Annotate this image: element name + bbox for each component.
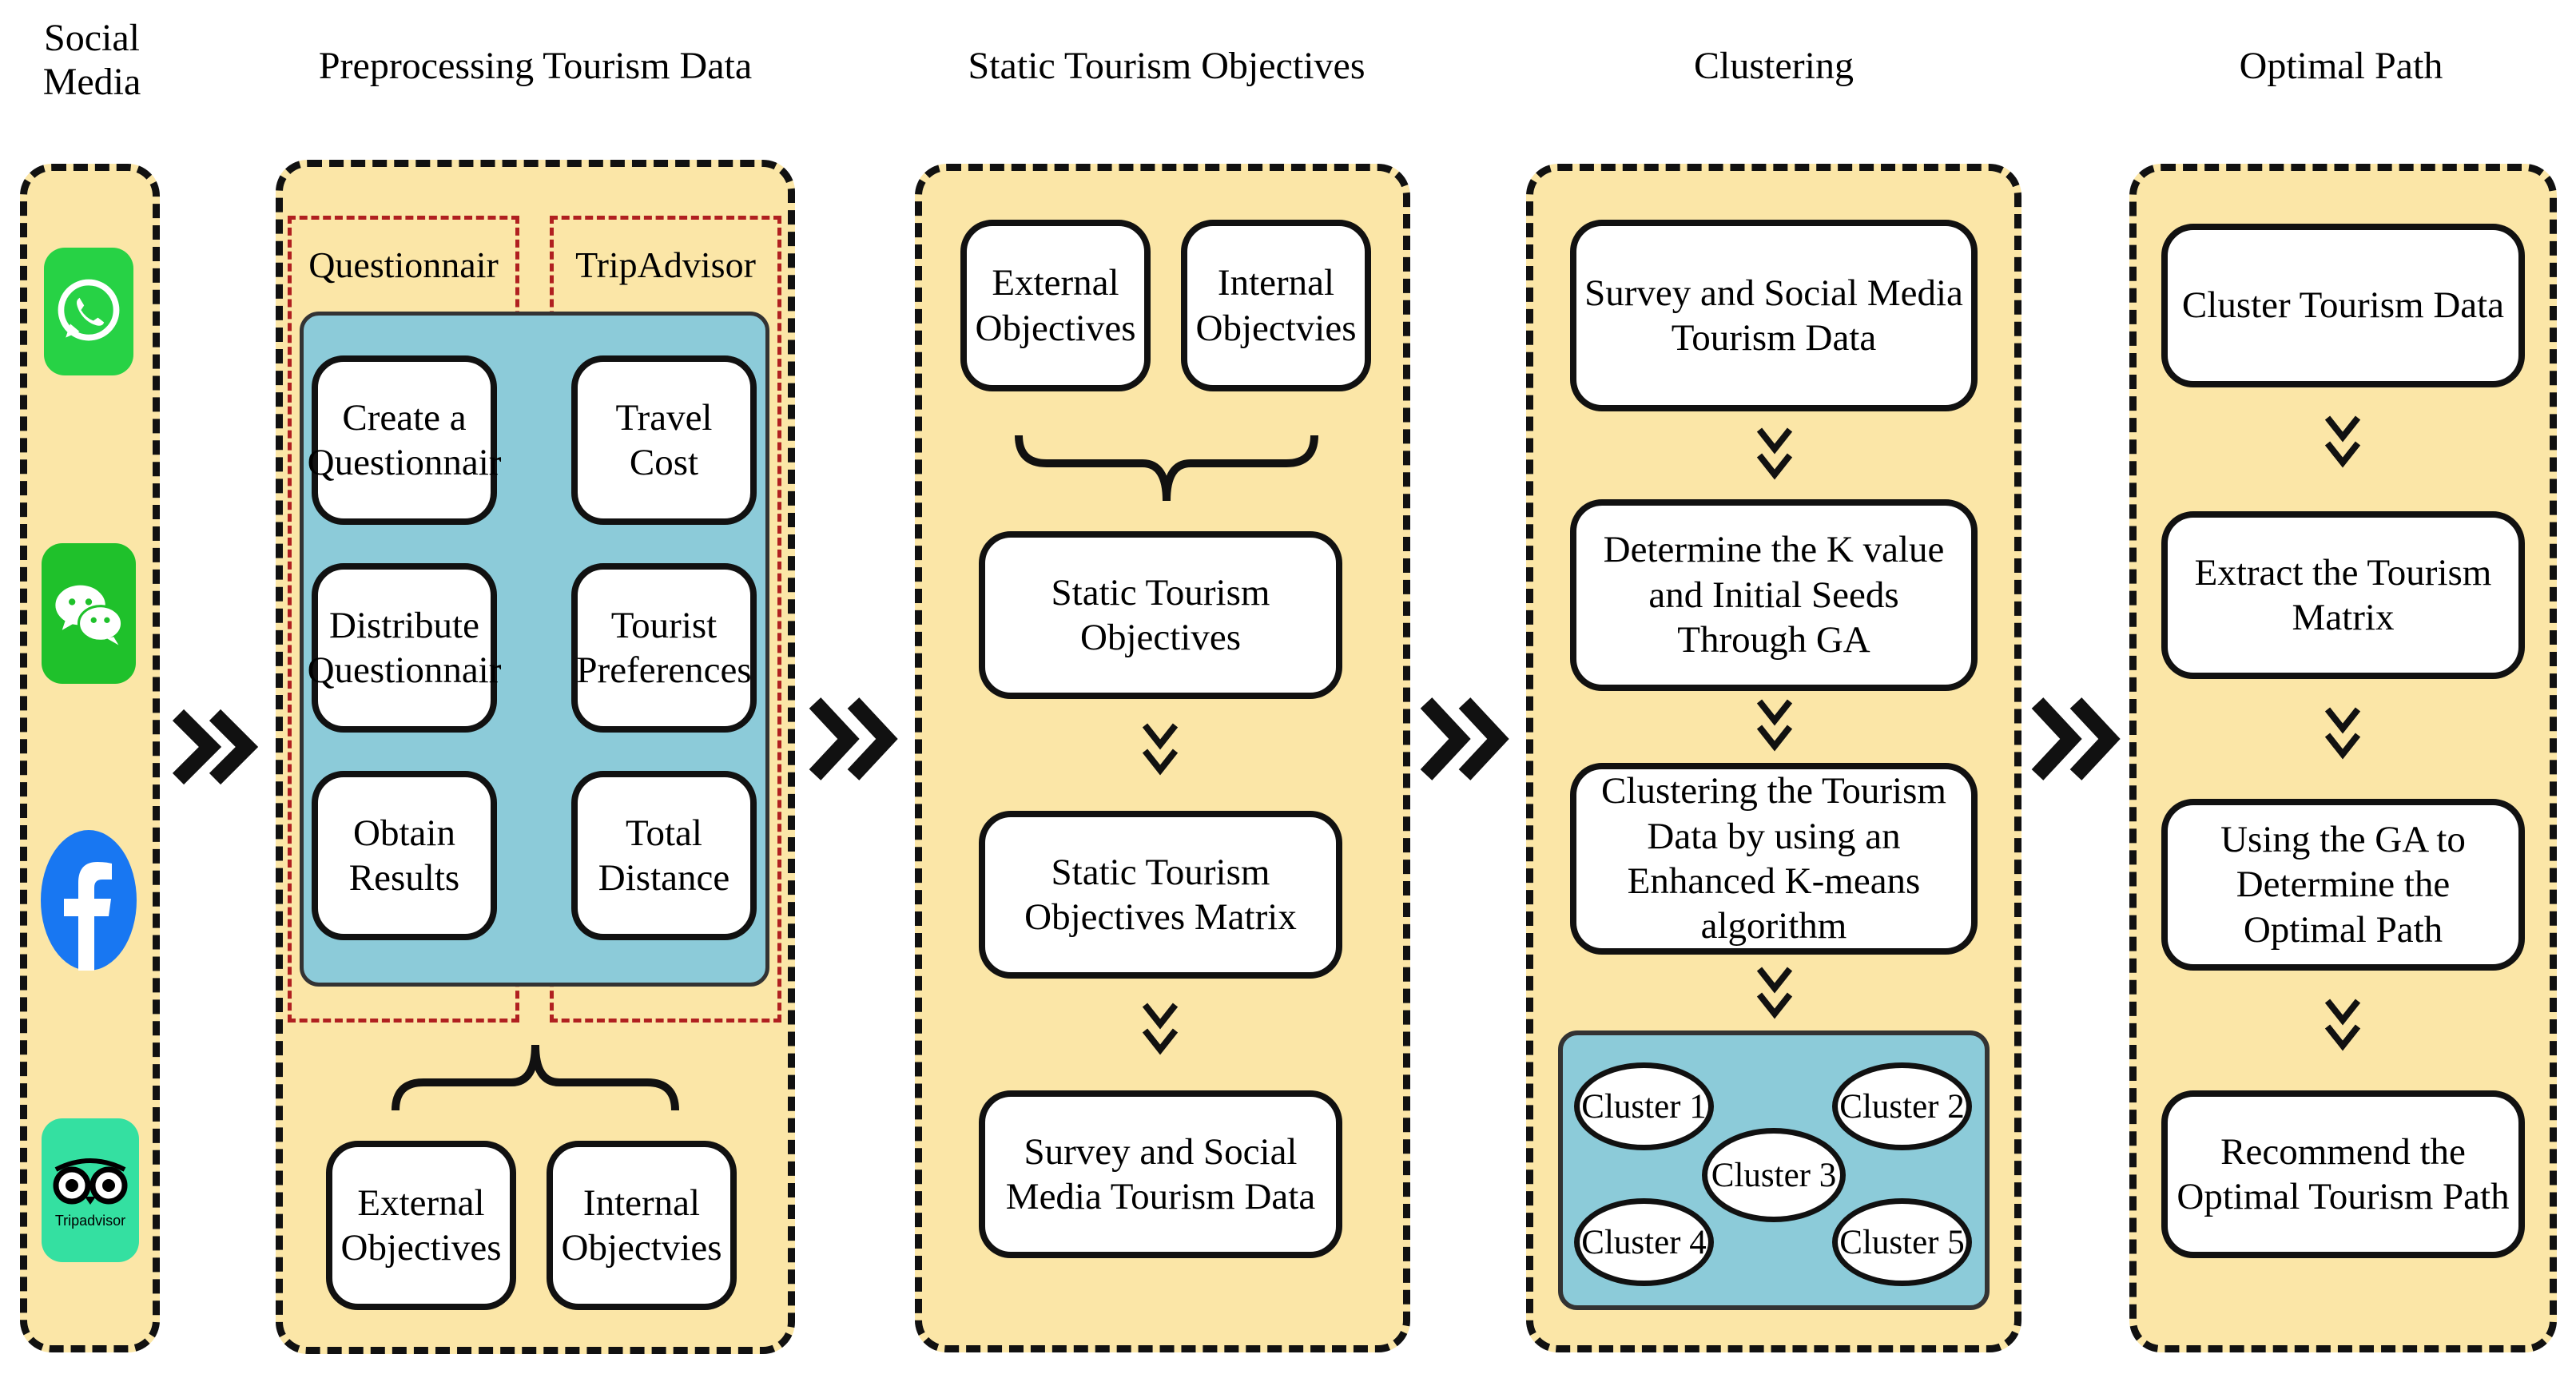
down-arrow-clustering-3 (1755, 963, 1795, 1034)
stage-title-clustering: Clustering (1694, 45, 1854, 87)
cluster-2-node: Cluster 2 (1832, 1062, 1972, 1150)
down-arrow-optimal-1 (2323, 411, 2363, 483)
down-arrow-static-2 (1140, 999, 1180, 1070)
ga-optimal-path-node: Using the GA to Determine the Optimal Pa… (2161, 799, 2525, 971)
static-internal-objectives-node: Internal Objectvies (1181, 220, 1371, 391)
create-questionnaire-node: Create a Questionnair (308, 355, 501, 525)
static-tourism-objectives-node: Static Tourism Objectives (979, 531, 1342, 699)
stage-title-static: Static Tourism Objectives (968, 45, 1366, 87)
flow-arrow-4 (2029, 695, 2125, 783)
down-arrow-optimal-3 (2323, 995, 2363, 1066)
obtain-results-node: Obtain Results (312, 771, 497, 940)
enhanced-kmeans-node: Clustering the Tourism Data by using an … (1570, 763, 1978, 955)
cluster-3-node: Cluster 3 (1702, 1128, 1846, 1222)
tripadvisor-icon: Tripadvisor (42, 1118, 139, 1262)
preprocessing-internal-objectives-node: Internal Objectvies (547, 1141, 737, 1310)
flow-arrow-2 (807, 695, 903, 783)
down-arrow-optimal-2 (2323, 703, 2363, 775)
flow-arrow-1 (172, 707, 260, 787)
flow-arrow-3 (1418, 695, 1514, 783)
travel-cost-node: Travel Cost (571, 355, 757, 525)
static-external-objectives-node: External Objectives (960, 220, 1151, 391)
preprocessing-external-objectives-node: External Objectives (326, 1141, 516, 1310)
tripadvisor-label: TripAdvisor (575, 244, 756, 285)
stage-title-social: Social Media (42, 17, 141, 104)
cluster-4-node: Cluster 4 (1574, 1198, 1714, 1286)
clustering-survey-data-node: Survey and Social Media Tourism Data (1570, 220, 1978, 411)
stage-title-optimal: Optimal Path (2239, 45, 2443, 87)
cluster-5-node: Cluster 5 (1832, 1198, 1972, 1286)
questionnaire-label: Questionnair (308, 244, 499, 285)
down-arrow-clustering-1 (1755, 423, 1795, 495)
static-survey-social-data-node: Survey and Social Media Tourism Data (979, 1090, 1342, 1258)
extract-tourism-matrix-node: Extract the Tourism Matrix (2161, 511, 2525, 679)
stage-title-preprocessing: Preprocessing Tourism Data (318, 45, 753, 87)
down-arrow-clustering-2 (1755, 695, 1795, 767)
tourist-preferences-node: Tourist Preferences (571, 563, 757, 733)
tripadvisor-icon-text: Tripadvisor (54, 1212, 126, 1229)
determine-k-node: Determine the K value and Initial Seeds … (1570, 499, 1978, 691)
preprocessing-brace (392, 1038, 679, 1122)
cluster-tourism-data-node: Cluster Tourism Data (2161, 224, 2525, 387)
cluster-1-node: Cluster 1 (1574, 1062, 1714, 1150)
recommend-path-node: Recommend the Optimal Tourism Path (2161, 1090, 2525, 1258)
whatsapp-icon (44, 248, 133, 375)
static-objectives-matrix-node: Static Tourism Objectives Matrix (979, 811, 1342, 979)
static-brace (1015, 427, 1318, 511)
facebook-icon (38, 827, 139, 975)
distribute-questionnaire-node: Distribute Questionnair (308, 563, 501, 733)
wechat-icon (42, 543, 136, 684)
down-arrow-static-1 (1140, 719, 1180, 791)
total-distance-node: Total Distance (571, 771, 757, 940)
